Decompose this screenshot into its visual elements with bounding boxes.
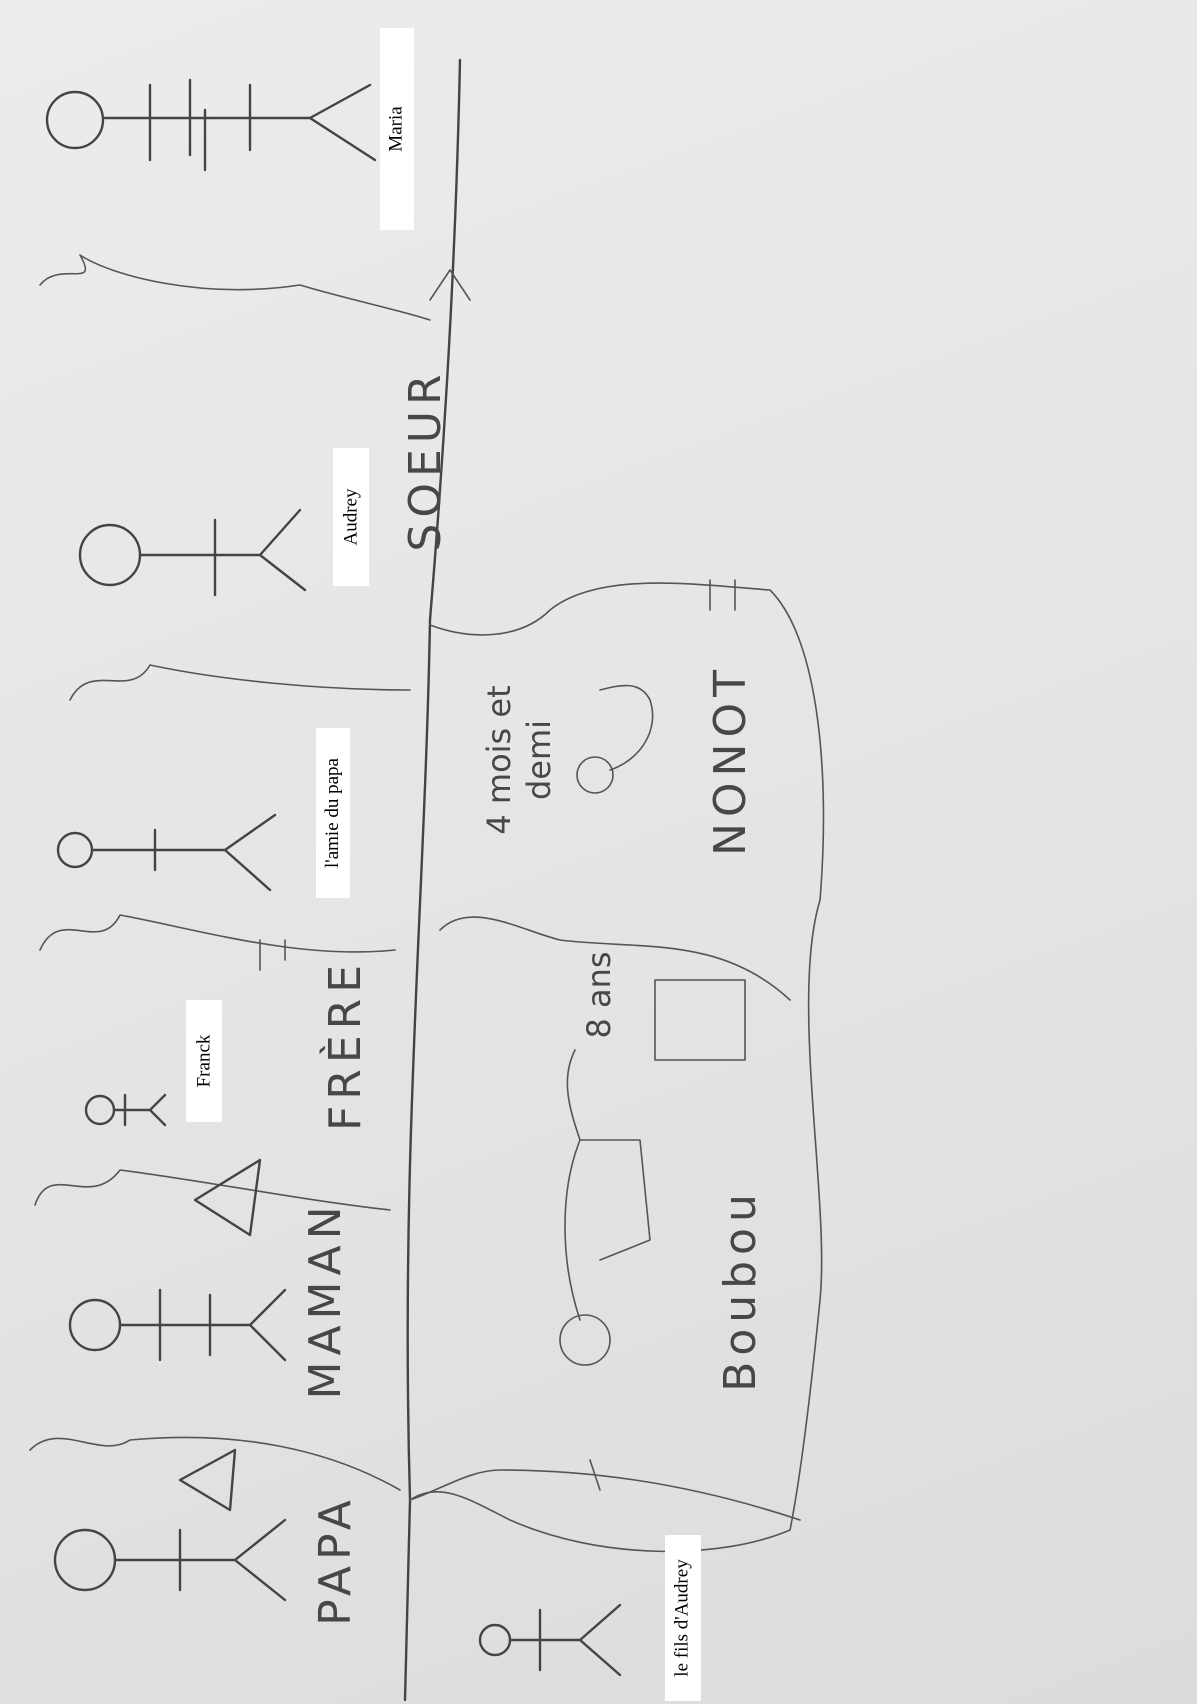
- cat-boubou: [560, 1050, 650, 1365]
- caption-audrey-text: Audrey: [340, 489, 362, 546]
- label-soeur: SOEUR: [400, 368, 451, 551]
- label-kitten-age-1: 4 mois et: [480, 685, 518, 834]
- label-papa: PAPA: [310, 1494, 361, 1626]
- ground-line: [405, 60, 460, 1700]
- label-kitten-age-2: demi: [520, 720, 558, 800]
- arrow-mark: [430, 270, 470, 300]
- triangle-shape-2: [180, 1450, 235, 1510]
- divider-1: [40, 255, 430, 320]
- label-kitten-name: NONOT: [705, 664, 756, 856]
- caption-maria: Maria: [380, 28, 414, 230]
- label-cat-name: Boubou: [715, 1188, 766, 1392]
- caption-fils-audrey: le fils d'Audrey: [665, 1535, 701, 1701]
- pet-area-outline: [410, 583, 823, 1551]
- figure-maman: [70, 1290, 285, 1360]
- tick-mark-2: [710, 580, 735, 610]
- figure-maria: [47, 80, 375, 170]
- child-area-separator: [410, 1470, 800, 1520]
- figure-franck: [86, 1095, 165, 1125]
- caption-franck-text: Franck: [193, 1035, 215, 1088]
- figure-fils-audrey: [480, 1605, 620, 1675]
- caption-maria-text: Maria: [386, 106, 408, 151]
- figure-amie: [58, 815, 275, 890]
- divider-3: [40, 915, 395, 952]
- caption-fils-audrey-text: le fils d'Audrey: [672, 1559, 694, 1676]
- divider-2: [70, 665, 410, 700]
- caption-amie-papa-text: l'amie du papa: [322, 758, 344, 868]
- figure-audrey: [80, 510, 305, 595]
- divider-5: [30, 1437, 400, 1490]
- caption-amie-papa: l'amie du papa: [316, 728, 350, 898]
- label-maman: MAMAN: [300, 1200, 351, 1399]
- kitten-nonot: [577, 686, 653, 793]
- figure-papa: [55, 1520, 285, 1600]
- triangle-shape-1: [195, 1160, 260, 1235]
- label-frere: FRÈRE: [318, 959, 371, 1131]
- caption-audrey: Audrey: [333, 448, 369, 586]
- label-cat-age: 8 ans: [580, 951, 618, 1038]
- square-shape: [655, 980, 745, 1060]
- caption-franck: Franck: [186, 1000, 222, 1122]
